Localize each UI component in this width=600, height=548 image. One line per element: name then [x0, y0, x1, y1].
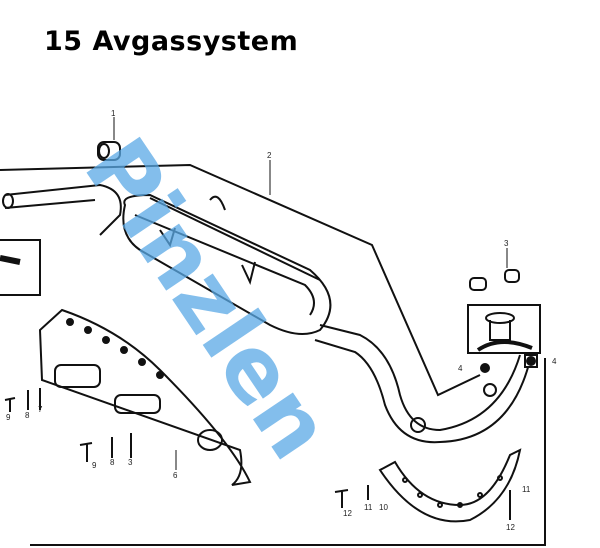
bolt-part: [0, 255, 21, 265]
part-label: 1: [111, 109, 116, 118]
part-label: 9: [6, 413, 11, 422]
part-labels: 1 2 3 4 4 9 8 7 9 8 3 6 12 11 10 11 12: [6, 109, 557, 532]
clamp-part-3: [469, 248, 520, 291]
nut-part-1: [97, 117, 121, 161]
part-label: 4: [552, 357, 557, 366]
part-label: 11: [364, 503, 373, 512]
part-label: 3: [504, 239, 509, 248]
assembly-frame-line: [30, 358, 546, 546]
part-label: 6: [173, 471, 178, 480]
part-label: 9: [92, 461, 97, 470]
heat-shield-part: [38, 308, 252, 486]
head-pipe: [314, 324, 531, 444]
part-label: 8: [110, 458, 115, 467]
part-label: 12: [506, 523, 515, 532]
diagram-title: 15 Avgassystem: [44, 26, 299, 57]
part-label: 8: [25, 411, 30, 420]
assembly-bracket-line: [0, 163, 481, 397]
part-label: 11: [522, 485, 531, 494]
part-label: 7: [38, 405, 43, 414]
part-label: 10: [379, 503, 388, 512]
nut-part-4: [480, 363, 490, 373]
muffler-part-2: [2, 160, 332, 335]
part-label: 12: [343, 509, 352, 518]
bolt-box: [0, 239, 41, 296]
screws: [4, 388, 511, 520]
part-label: 4: [458, 364, 463, 373]
nut-part-4b: [526, 356, 536, 366]
part-label: 2: [267, 151, 272, 160]
lower-heat-shield-part: [378, 448, 522, 523]
part-label: 3: [128, 458, 133, 467]
